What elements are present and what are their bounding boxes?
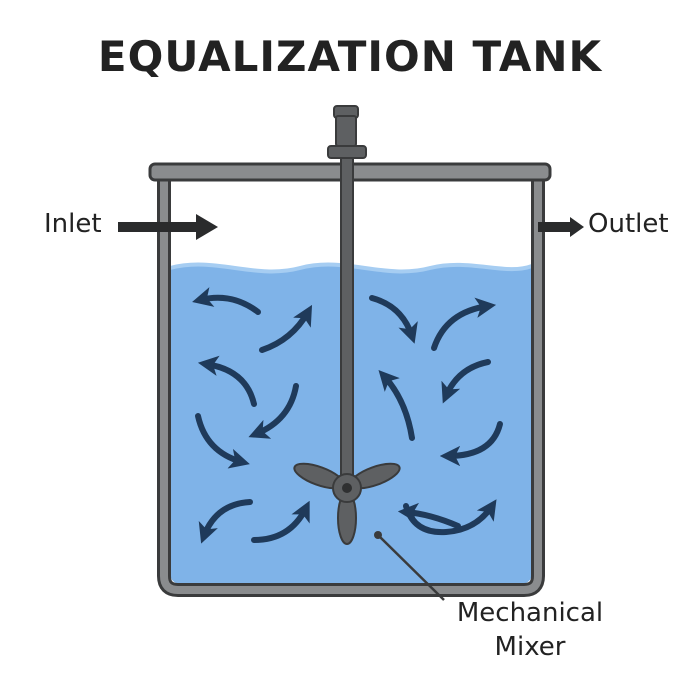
outlet-label: Outlet [588, 209, 669, 239]
propeller-icon [293, 462, 401, 545]
curved-arrow-icon [192, 287, 261, 315]
mixer-label: Mechanical Mixer [430, 596, 630, 664]
water-surface [169, 262, 533, 274]
mixer-callout [374, 531, 445, 601]
tank-wall-inner [160, 176, 542, 594]
curved-arrow-icon [251, 500, 310, 543]
curved-arrow-icon [198, 499, 253, 544]
curved-arrow-icon [378, 369, 415, 441]
curved-arrow-icon [439, 421, 503, 467]
curved-arrow-icon [397, 502, 461, 529]
mixer-motor [327, 105, 367, 159]
curved-arrow-icon [441, 359, 491, 404]
curved-arrow-icon [195, 413, 250, 469]
curved-arrow-icon [197, 355, 257, 407]
mixer-label-line1: Mechanical [456, 598, 604, 628]
curved-arrow-icon [248, 383, 299, 439]
inlet-label: Inlet [44, 209, 102, 239]
curved-arrow-icon [431, 297, 497, 351]
mixer-shaft [340, 157, 354, 489]
diagram-title: EQUALIZATION TANK [97, 32, 603, 81]
mixer-label-line2: Mixer [494, 632, 566, 662]
curved-arrow-icon [259, 304, 313, 353]
curved-arrow-icon [369, 295, 418, 344]
arrow-right-icon [538, 217, 584, 237]
arrow-right-icon [118, 214, 218, 240]
